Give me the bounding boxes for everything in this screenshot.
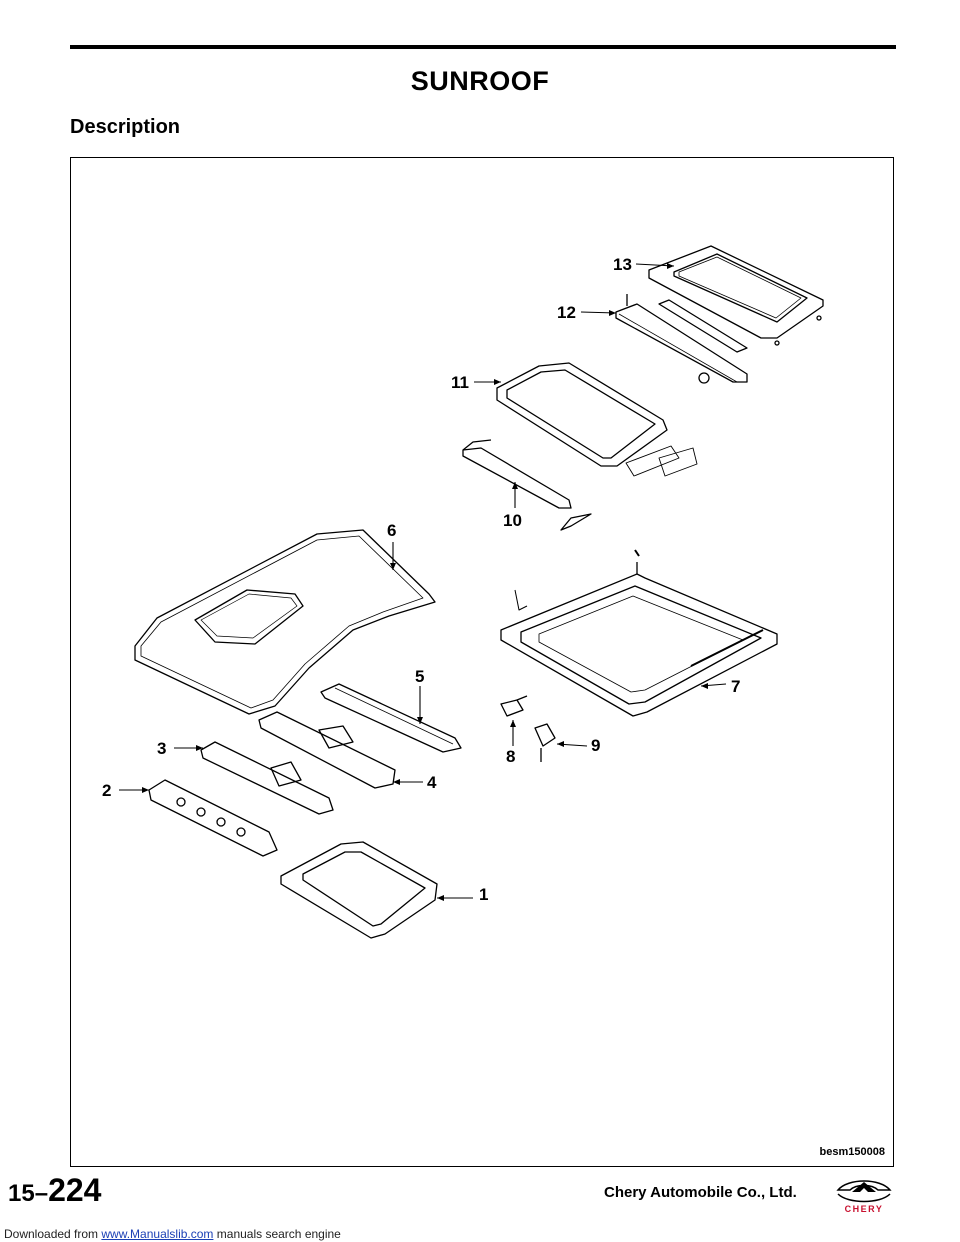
part-11-glass-panel — [496, 362, 698, 477]
part-5-crossmember — [320, 683, 462, 753]
part-7-frame-assembly — [500, 549, 778, 717]
download-footer: Downloaded from www.Manualslib.com manua… — [4, 1227, 341, 1241]
svg-text:CHERY: CHERY — [845, 1204, 884, 1214]
part-6-roof-panel — [134, 529, 436, 715]
callout-4: 4 — [427, 773, 437, 792]
company-name: Chery Automobile Co., Ltd. — [604, 1184, 797, 1201]
callout-5: 5 — [415, 667, 424, 686]
chery-logo-icon: CHERY — [836, 1180, 892, 1214]
callout-8: 8 — [506, 747, 515, 766]
exploded-view-figure: 1 2 3 4 5 6 7 8 9 10 11 12 13 besm150008 — [70, 157, 894, 1167]
part-8-motor — [500, 695, 528, 717]
part-4-bow — [258, 711, 396, 789]
download-suffix: manuals search engine — [213, 1227, 341, 1241]
page-number-value: 224 — [48, 1172, 102, 1208]
part-9-drive-unit — [534, 723, 556, 762]
part-13-sunshade — [648, 245, 824, 346]
section-number: 15 — [8, 1180, 35, 1207]
part-10-rear-bar — [462, 439, 592, 531]
part-1-surround-frame — [280, 841, 438, 939]
part-3-bow — [200, 741, 334, 815]
callout-7: 7 — [731, 677, 740, 696]
callout-6: 6 — [387, 521, 396, 540]
part-2-reinforcement — [148, 779, 278, 857]
page-dash: – — [34, 1180, 49, 1207]
callout-1: 1 — [479, 885, 488, 904]
figure-code: besm150008 — [819, 1146, 885, 1158]
callout-9: 9 — [591, 736, 600, 755]
callout-13: 13 — [613, 255, 632, 274]
callout-12: 12 — [557, 303, 576, 322]
manualslib-link[interactable]: www.Manualslib.com — [101, 1227, 214, 1241]
section-heading: Description — [70, 116, 181, 138]
callout-10: 10 — [503, 511, 522, 530]
callout-3: 3 — [157, 739, 166, 758]
callout-2: 2 — [102, 781, 111, 800]
exploded-view-drawing: 1 2 3 4 5 6 7 8 9 10 11 12 13 — [102, 245, 824, 939]
callout-11: 11 — [451, 373, 469, 392]
download-prefix: Downloaded from — [4, 1227, 102, 1241]
part-12-deflector — [615, 294, 748, 384]
top-rule — [70, 45, 896, 49]
page-number: 15–224 — [8, 1172, 101, 1209]
page-title: SUNROOF — [410, 66, 550, 96]
